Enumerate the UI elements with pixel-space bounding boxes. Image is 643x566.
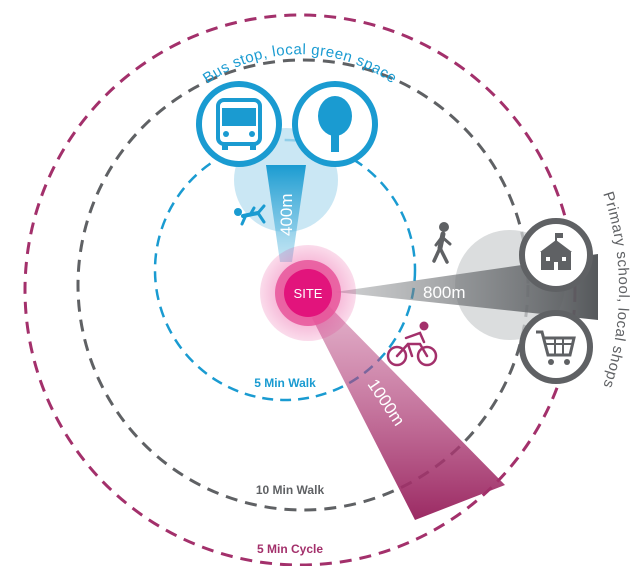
arc-label-school-shops: Primary school, local shops — [599, 190, 632, 391]
cyclist-icon — [386, 321, 438, 367]
ring-label-5-min-cycle: 5 Min Cycle — [257, 542, 323, 556]
ring-label-5-min-walk: 5 Min Walk — [254, 376, 316, 390]
ring-label-10-min-walk: 10 Min Walk — [256, 483, 325, 497]
walking-person-icon — [432, 222, 452, 264]
tree-icon — [292, 81, 378, 167]
cycle-beam — [312, 305, 505, 520]
bus-icon — [196, 81, 282, 167]
shopping-cart-icon — [519, 310, 593, 384]
bus-beam — [266, 165, 306, 262]
school-icon — [519, 218, 593, 292]
site-marker — [284, 269, 332, 317]
distance-bus: 400m — [277, 193, 296, 236]
distance-school: 800m — [423, 283, 466, 302]
running-person-icon — [234, 204, 266, 226]
site-label: SITE — [294, 286, 323, 301]
arc-label-bus-green: Bus stop, local green space — [200, 41, 400, 87]
